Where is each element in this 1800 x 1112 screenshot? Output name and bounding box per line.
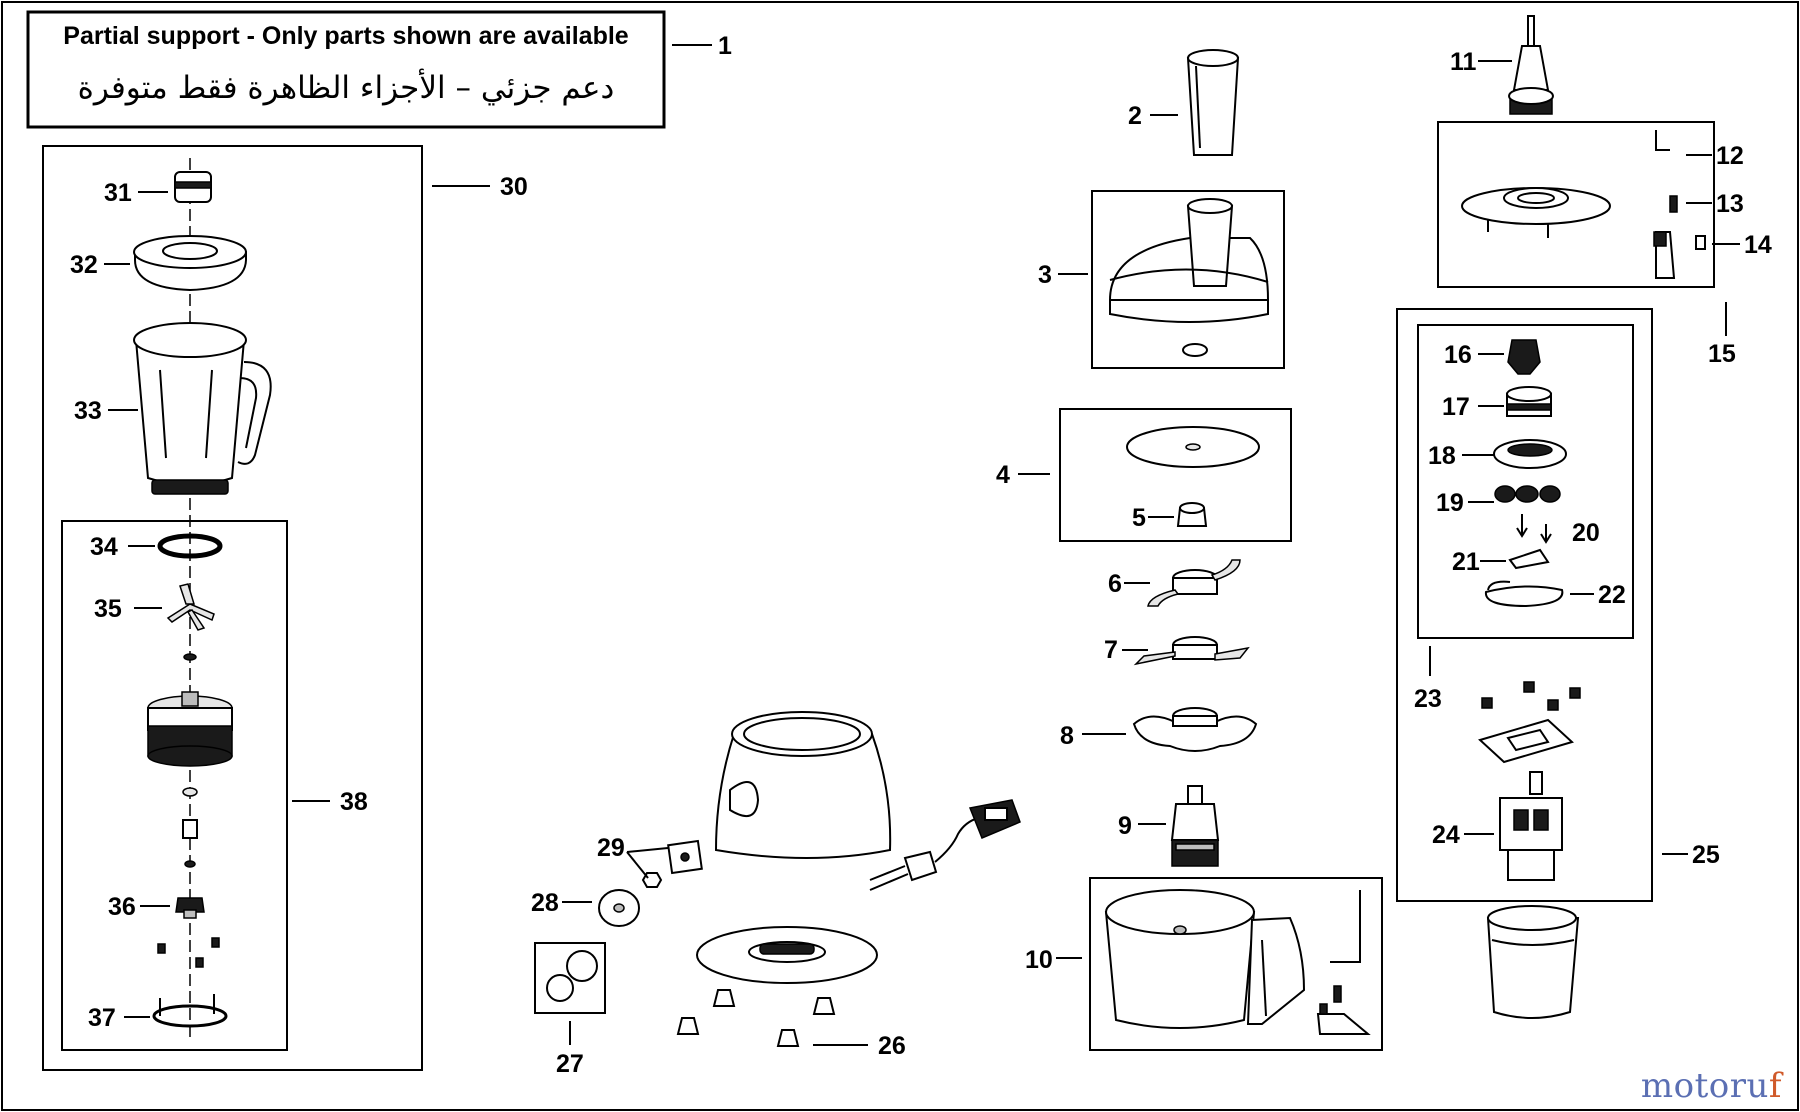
callout-2: 2 bbox=[1128, 102, 1142, 130]
callout-36: 36 bbox=[108, 893, 136, 921]
juicer-assembly-box bbox=[1396, 308, 1653, 902]
mixing-blade bbox=[1133, 636, 1250, 666]
callout-28: 28 bbox=[531, 889, 559, 917]
callout-1: 1 bbox=[718, 32, 732, 60]
processor-lid bbox=[1108, 198, 1270, 357]
juicer-jug bbox=[1486, 905, 1580, 1019]
watermark-part-2: f bbox=[1768, 1066, 1782, 1106]
callout-19: 19 bbox=[1436, 489, 1464, 517]
seal-ring bbox=[157, 533, 223, 559]
blender-lid-cap bbox=[174, 171, 212, 203]
callout-21: 21 bbox=[1452, 548, 1480, 576]
callout-30: 30 bbox=[500, 173, 528, 201]
watermark-part-1: motoru bbox=[1640, 1066, 1769, 1106]
callout-29: 29 bbox=[597, 834, 625, 862]
juicer-drive bbox=[1499, 771, 1563, 881]
jug-base-ring bbox=[152, 994, 228, 1028]
callout-9: 9 bbox=[1118, 812, 1132, 840]
citrus-assembly-box bbox=[1417, 324, 1634, 639]
notice-box bbox=[26, 10, 666, 129]
callout-8: 8 bbox=[1060, 722, 1074, 750]
juice-collector bbox=[1493, 439, 1567, 469]
coupler-shaft bbox=[1508, 15, 1554, 115]
motor-housing bbox=[714, 711, 892, 859]
gear-set bbox=[1494, 485, 1561, 503]
filter-ring bbox=[1506, 386, 1552, 417]
callout-32: 32 bbox=[70, 251, 98, 279]
callout-4: 4 bbox=[996, 461, 1010, 489]
callout-16: 16 bbox=[1444, 341, 1472, 369]
switch-parts bbox=[641, 839, 703, 888]
callout-22: 22 bbox=[1598, 581, 1626, 609]
control-knob bbox=[598, 889, 640, 927]
callout-3: 3 bbox=[1038, 261, 1052, 289]
spare-button-box bbox=[534, 942, 606, 1014]
latch-parts bbox=[1653, 130, 1706, 279]
chopping-blade bbox=[1147, 559, 1241, 607]
bowl-box bbox=[1089, 877, 1383, 1051]
notice-english: Partial support - Only parts shown are a… bbox=[63, 22, 629, 50]
rubber-feet bbox=[676, 989, 836, 1047]
blade-base-unit bbox=[147, 691, 233, 767]
callout-20: 20 bbox=[1572, 519, 1600, 547]
processor-bowl bbox=[1104, 889, 1306, 1029]
slicing-disc bbox=[1126, 426, 1260, 468]
mounting-plate bbox=[1478, 681, 1581, 764]
coupler-box bbox=[1437, 121, 1715, 288]
callout-26: 26 bbox=[878, 1032, 906, 1060]
base-plate bbox=[696, 926, 878, 984]
notice-arabic: دعم جزئي – الأجزاء الظاهرة فقط متوفرة bbox=[77, 70, 615, 106]
power-cord bbox=[869, 799, 1021, 891]
callout-37: 37 bbox=[88, 1004, 116, 1032]
blender-assembly-box bbox=[42, 145, 423, 1071]
disc-hub bbox=[1176, 502, 1208, 527]
disc-box bbox=[1059, 408, 1292, 542]
callout-34: 34 bbox=[90, 533, 118, 561]
dough-tool bbox=[1132, 707, 1258, 752]
blade-assembly-box bbox=[61, 520, 288, 1051]
control-buttons bbox=[546, 950, 598, 1002]
blender-blade bbox=[166, 583, 215, 631]
callout-7: 7 bbox=[1104, 636, 1118, 664]
callout-10: 10 bbox=[1025, 946, 1053, 974]
callout-14: 14 bbox=[1744, 231, 1772, 259]
callout-6: 6 bbox=[1108, 570, 1122, 598]
callout-38: 38 bbox=[340, 788, 368, 816]
food-pusher bbox=[1186, 49, 1240, 156]
callout-24: 24 bbox=[1432, 821, 1460, 849]
callout-15: 15 bbox=[1708, 340, 1736, 368]
drive-coupler bbox=[175, 897, 205, 919]
callout-17: 17 bbox=[1442, 393, 1470, 421]
watermark-logo: motoruf bbox=[1641, 1066, 1782, 1106]
blender-jug bbox=[133, 322, 272, 495]
blender-lid bbox=[133, 235, 247, 292]
callout-31: 31 bbox=[104, 179, 132, 207]
callout-25: 25 bbox=[1692, 841, 1720, 869]
lid-box bbox=[1091, 190, 1285, 369]
callout-18: 18 bbox=[1428, 442, 1456, 470]
callout-13: 13 bbox=[1716, 190, 1744, 218]
callout-5: 5 bbox=[1132, 504, 1146, 532]
citrus-cone bbox=[1507, 339, 1541, 375]
bowl-latch bbox=[1316, 890, 1371, 1035]
callout-23: 23 bbox=[1414, 685, 1442, 713]
coupler-plate bbox=[1461, 187, 1611, 238]
callout-11: 11 bbox=[1450, 48, 1477, 76]
drive-wedge bbox=[1508, 548, 1550, 570]
callout-12: 12 bbox=[1716, 142, 1744, 170]
callout-35: 35 bbox=[94, 595, 122, 623]
drive-shaft bbox=[1170, 785, 1220, 867]
collector-clip bbox=[1484, 580, 1564, 608]
callout-27: 27 bbox=[556, 1050, 584, 1078]
callout-33: 33 bbox=[74, 397, 102, 425]
